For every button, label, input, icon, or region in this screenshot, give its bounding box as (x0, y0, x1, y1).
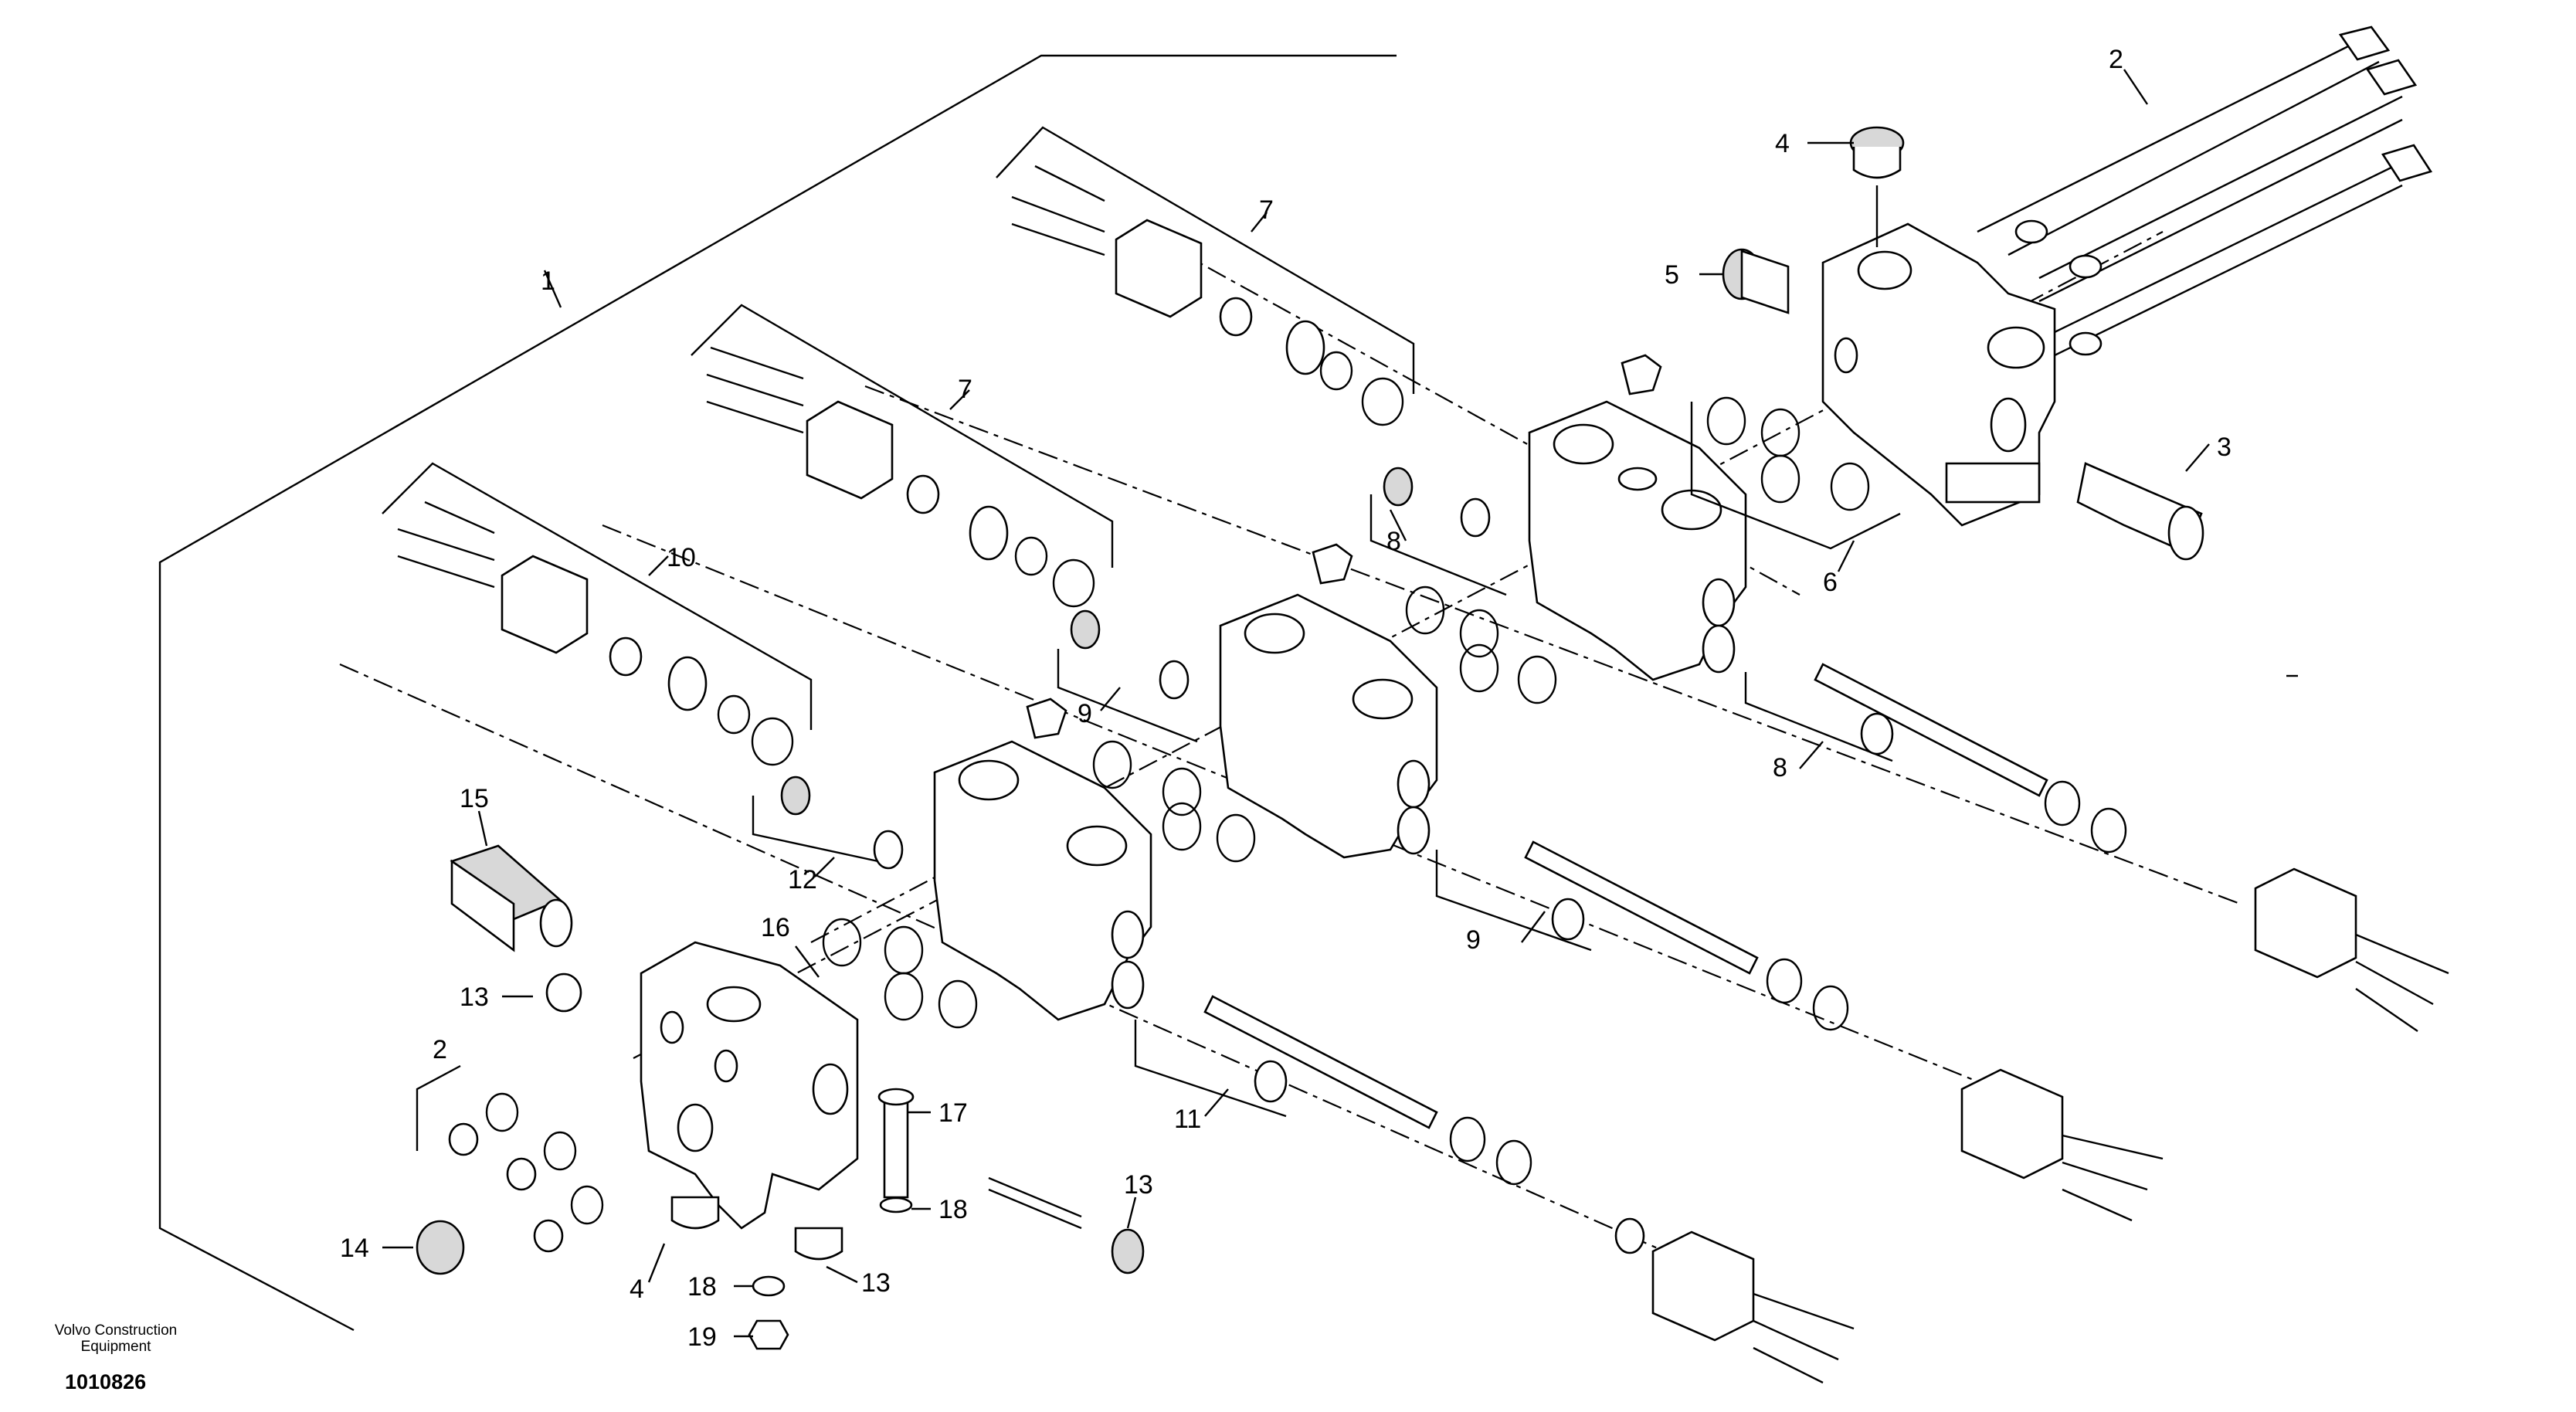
callout-16: 16 (761, 913, 790, 942)
callout-3: 3 (2217, 433, 2232, 462)
inlet-section (640, 941, 859, 1230)
plug-14 (416, 1220, 465, 1275)
callout-4-top: 4 (1775, 129, 1790, 158)
tie-bolts (1977, 25, 2433, 357)
relief-valve-15 (450, 844, 573, 952)
spools (1203, 663, 2048, 1129)
callout-9-upper: 9 (1078, 699, 1092, 728)
callout-9-lower: 9 (1466, 925, 1481, 955)
washers-2-left (416, 1064, 604, 1253)
nut-washer-18-19 (748, 1275, 789, 1350)
relief-valve-3 (2076, 462, 2204, 561)
callout-leaders (382, 69, 2298, 1338)
callout-5: 5 (1665, 260, 1679, 290)
callout-8-lower: 8 (1773, 753, 1787, 782)
callout-7-upper: 7 (1259, 195, 1274, 225)
right-caps (1449, 780, 2449, 1384)
end-section-top (1821, 222, 2056, 527)
valve-section-lower (933, 698, 1152, 1021)
callout-15: 15 (460, 784, 489, 813)
callout-13-bottom: 13 (861, 1268, 891, 1298)
callout-2-left: 2 (433, 1035, 447, 1064)
brand-line-1: Volvo Construction (54, 1322, 178, 1339)
brand-line-2: Equipment (80, 1339, 151, 1355)
o-rings-6 (1690, 396, 1901, 550)
tie-bolt-13 (988, 1176, 1082, 1230)
callout-labels: 1 2 2 3 4 4 5 6 7 7 8 8 9 9 10 11 12 13 … (340, 45, 2232, 1352)
o-rings-lower (822, 740, 1256, 1029)
callout-4-bottom: 4 (630, 1275, 644, 1304)
callout-17: 17 (938, 1098, 968, 1128)
callout-10: 10 (667, 543, 696, 572)
callout-18-right: 18 (938, 1195, 968, 1224)
brand-caption: Volvo Construction Equipment (31, 1322, 201, 1355)
o-rings-middle (1405, 586, 1557, 704)
callout-2-top: 2 (2109, 45, 2123, 74)
callout-7-middle: 7 (958, 375, 972, 404)
drawing-number: 1010826 (65, 1370, 147, 1393)
callout-19: 19 (687, 1322, 717, 1352)
callout-11: 11 (1174, 1105, 1201, 1134)
cap-group-7-upper (996, 126, 1415, 426)
callout-14: 14 (340, 1234, 369, 1263)
plugs-13 (545, 972, 1145, 1275)
callout-12: 12 (788, 865, 817, 894)
bolt-17 (877, 1088, 915, 1213)
check-groups-8-9-12-11 (752, 467, 1894, 1118)
callout-8-upper: 8 (1386, 527, 1401, 556)
plug-5 (1722, 248, 1790, 314)
callout-13-left: 13 (460, 983, 489, 1012)
cap-group-10 (382, 462, 813, 766)
callout-18-bottom: 18 (687, 1272, 717, 1302)
callout-13-right: 13 (1124, 1170, 1153, 1200)
assembly-bracket (158, 54, 1397, 1332)
callout-6: 6 (1823, 568, 1838, 597)
callout-1: 1 (541, 266, 555, 296)
valve-section-middle (1219, 543, 1438, 859)
cap-group-7-middle (691, 304, 1114, 608)
